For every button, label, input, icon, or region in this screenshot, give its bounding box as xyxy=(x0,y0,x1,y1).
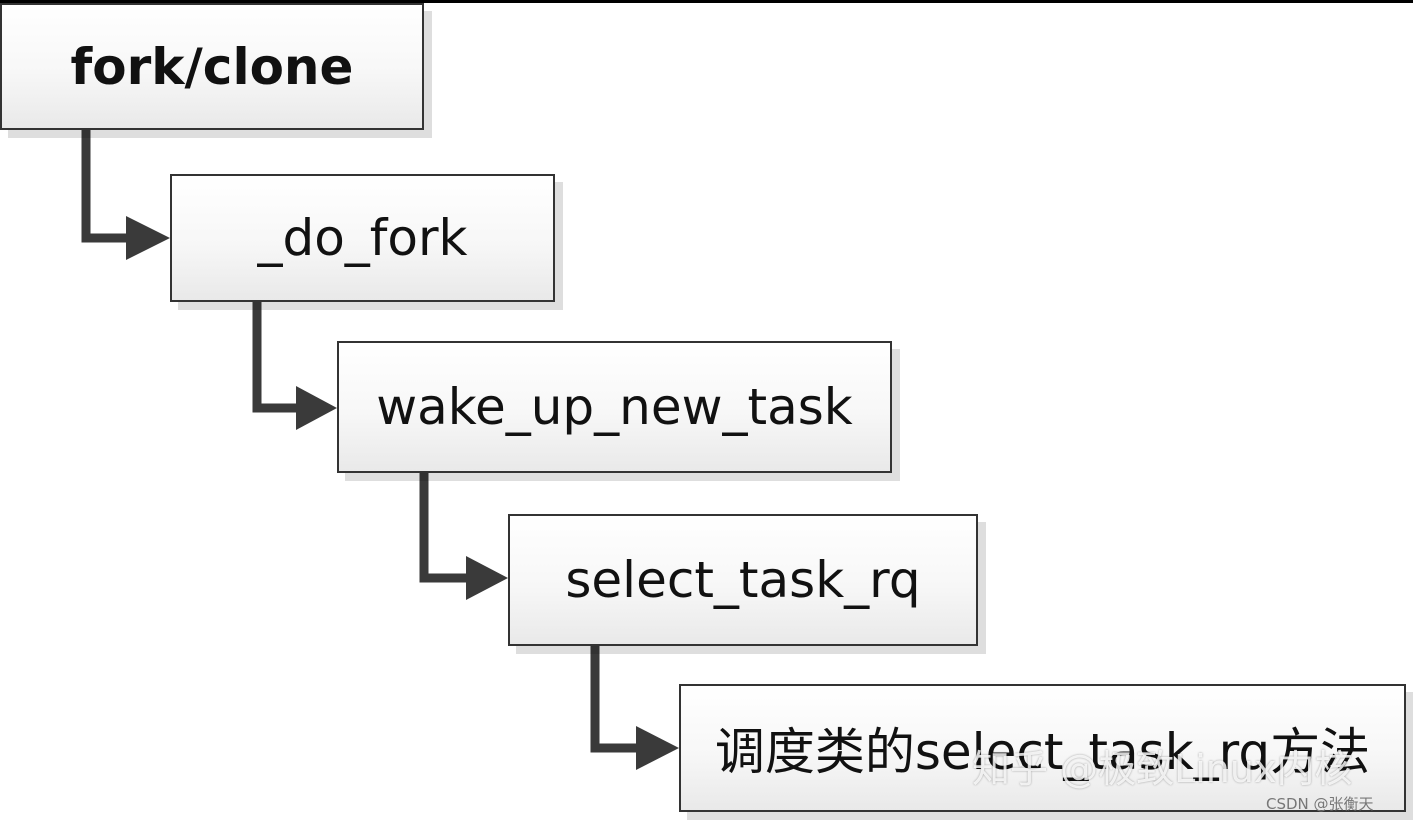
node-select-task-rq: select_task_rq xyxy=(508,514,978,646)
connector-do-fork-to-wake-up xyxy=(252,302,300,413)
node-label: fork/clone xyxy=(70,37,354,96)
arrowhead-3 xyxy=(466,556,508,600)
node-fork-clone: fork/clone xyxy=(0,3,424,130)
node-label: wake_up_new_task xyxy=(376,378,853,436)
node-label: 调度类的select_task_rq方法 xyxy=(714,723,1371,781)
connector-wake-up-to-select xyxy=(419,473,470,583)
arrowhead-2 xyxy=(296,386,337,430)
top-border-line xyxy=(0,0,1413,3)
node-label: select_task_rq xyxy=(565,551,921,609)
node-wake-up-new-task: wake_up_new_task xyxy=(337,341,892,473)
node-label: _do_fork xyxy=(257,209,468,267)
node-sched-class-select-task-rq: 调度类的select_task_rq方法 xyxy=(679,684,1406,812)
connector-select-to-sched-class xyxy=(590,646,640,753)
zhihu-watermark: 知乎 @极致Linux内核 xyxy=(972,747,1353,791)
csdn-watermark: CSDN @张衡天 xyxy=(1266,795,1374,813)
connector-fork-to-do-fork xyxy=(81,130,130,243)
arrowhead-4 xyxy=(636,726,679,770)
arrowhead-1 xyxy=(126,216,170,260)
node-do-fork: _do_fork xyxy=(170,174,555,302)
